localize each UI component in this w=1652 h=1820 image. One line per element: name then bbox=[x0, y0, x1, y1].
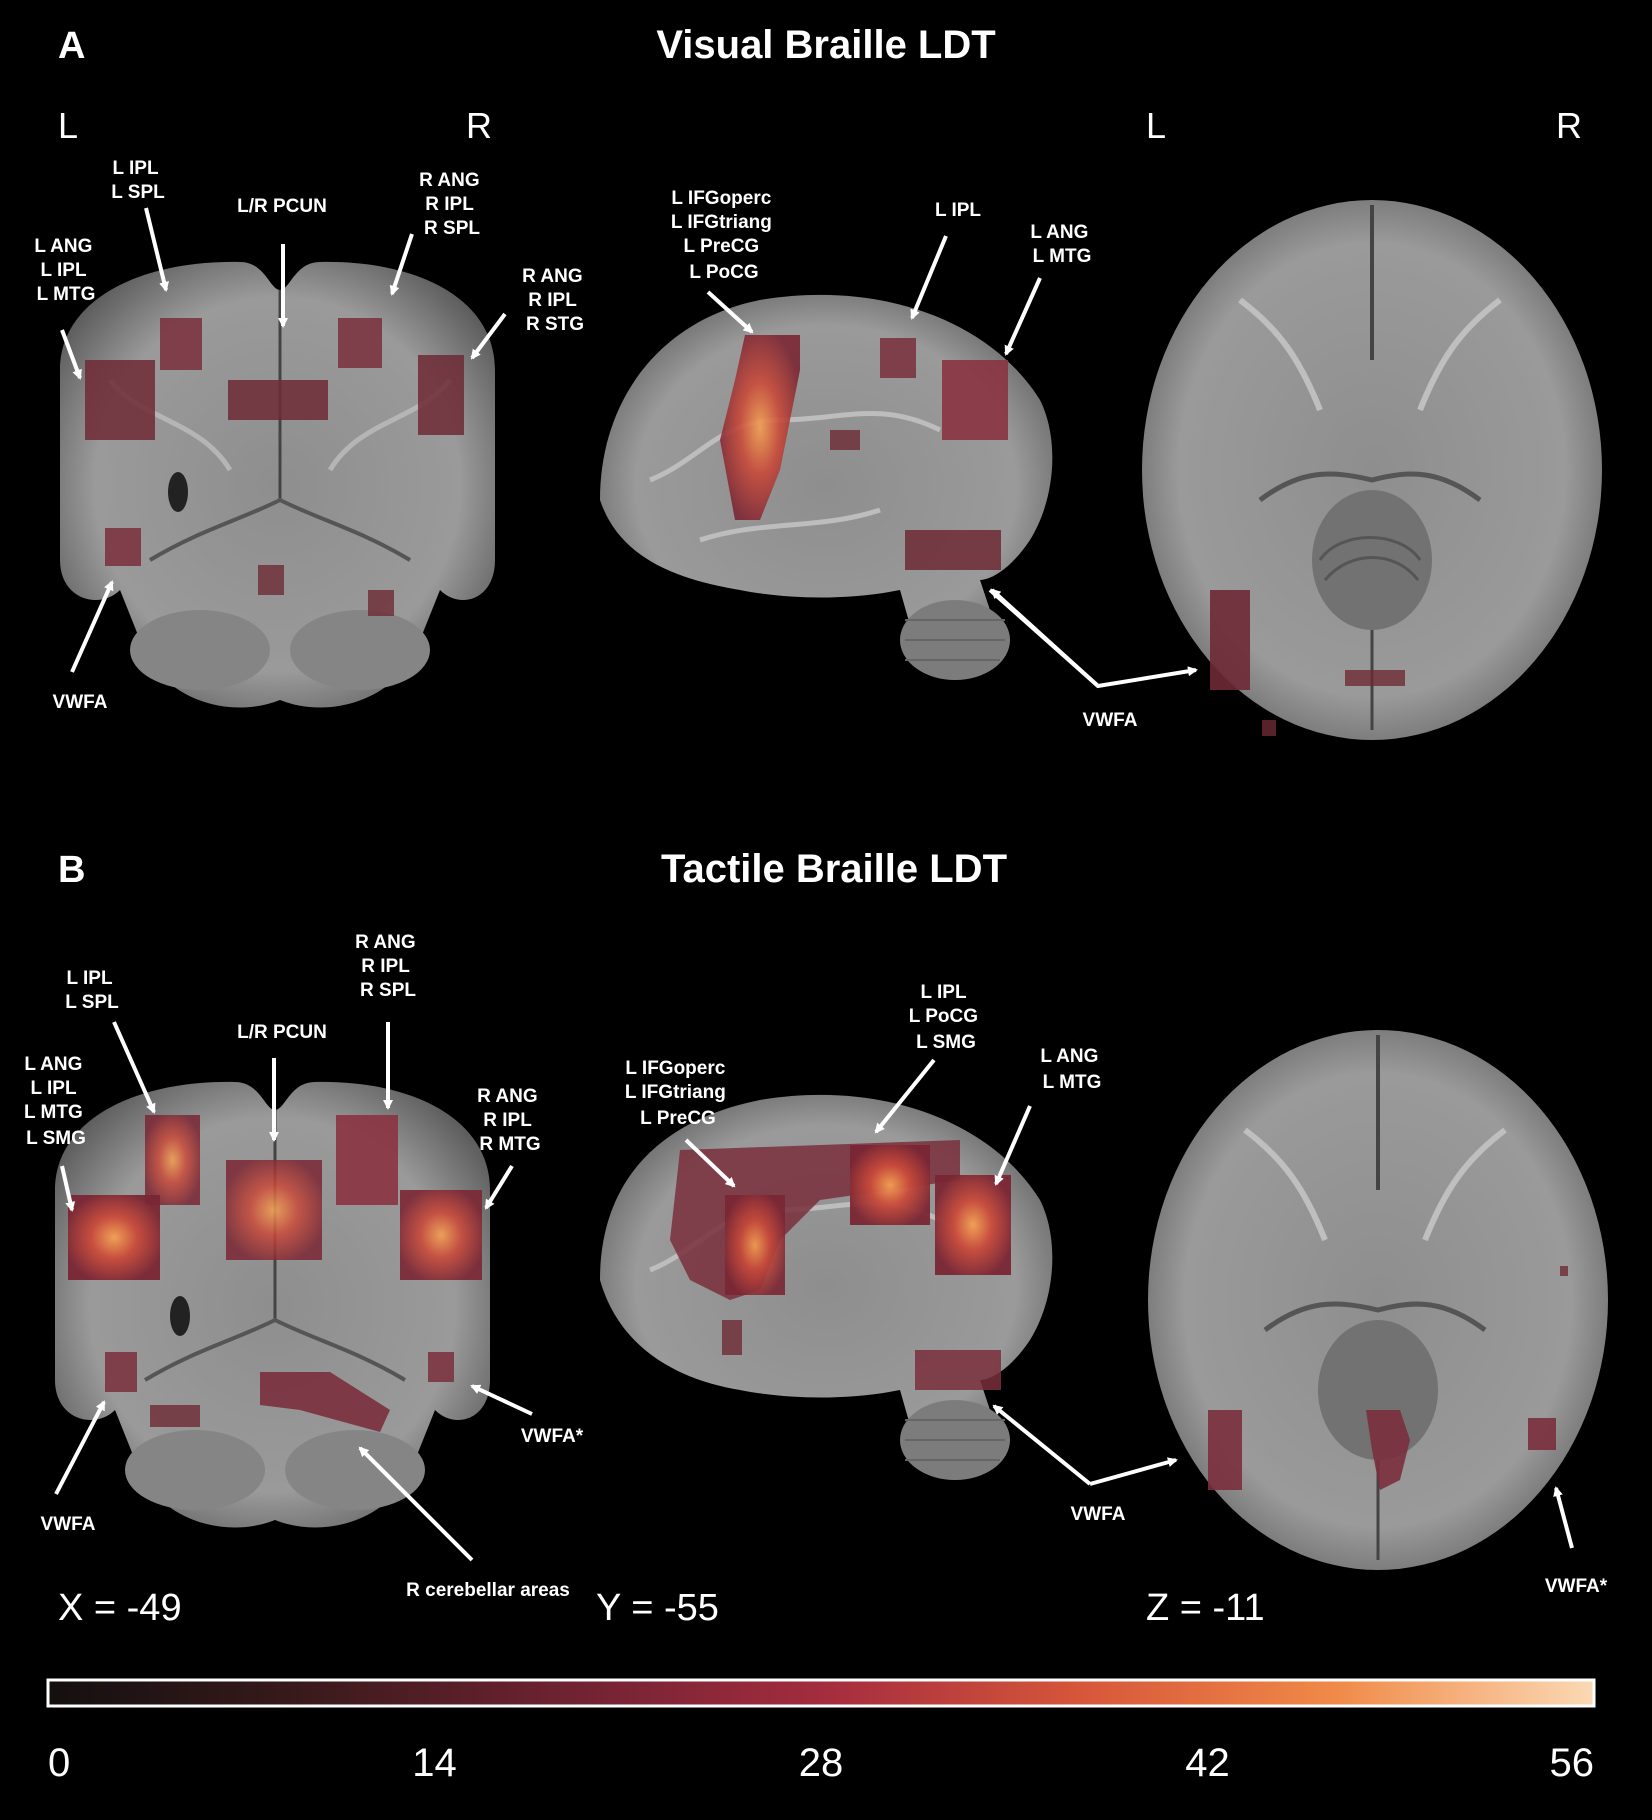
label-r-ang-ipl-mtg-b: R ANG R IPL R MTG bbox=[477, 1086, 543, 1155]
sagittal-labels-b: L IPL L PoCG L SMG L IFGoperc L IFGtrian… bbox=[625, 982, 1178, 1525]
label-vwfa-sag-a: VWFA bbox=[1083, 710, 1138, 731]
colorbar-gradient bbox=[46, 1678, 1596, 1708]
colorbar: 0 14 28 42 56 bbox=[46, 1678, 1596, 1785]
label-l-ipl-pocg-smg-b: L IPL L PoCG L SMG bbox=[909, 982, 984, 1053]
label-l-ang-mtg-sag-a: L ANG L MTG bbox=[1030, 222, 1093, 267]
label-l-ang-ipl-mtg-a: L ANG L IPL L MTG bbox=[34, 236, 97, 305]
label-vwfa-coronal-a: VWFA bbox=[53, 692, 108, 713]
coronal-labels-b: L IPL L SPL R ANG R IPL R SPL L/R PCUN L… bbox=[24, 932, 584, 1601]
label-r-ang-ipl-spl-b: R ANG R IPL R SPL bbox=[355, 932, 421, 1001]
label-l-ifg-precg-b: L IFGoperc L IFGtriang L PreCG bbox=[625, 1058, 731, 1129]
label-lr-pcun-b: L/R PCUN bbox=[237, 1022, 327, 1043]
coronal-brain-a bbox=[60, 261, 495, 708]
label-l-ang-ipl-mtg-smg-b: L ANG L IPL L MTG L SMG bbox=[24, 1054, 88, 1149]
panel-title-b: Tactile Braille LDT bbox=[661, 847, 1007, 891]
label-vwfa-star-axial-b: VWFA* bbox=[1545, 1576, 1608, 1597]
orientation-left-axial: L bbox=[1146, 105, 1166, 146]
colorbar-tick: 0 bbox=[48, 1741, 70, 1785]
label-r-ang-ipl-spl-a: R ANG R IPL R SPL bbox=[419, 170, 485, 239]
colorbar-tick: 14 bbox=[412, 1741, 457, 1785]
colorbar-ticks: 0 14 28 42 56 bbox=[48, 1741, 1594, 1785]
panel-letter-a: A bbox=[58, 25, 85, 67]
coordinate-x: X = -49 bbox=[58, 1587, 182, 1629]
colorbar-tick: 28 bbox=[799, 1741, 844, 1785]
label-lr-pcun-a: L/R PCUN bbox=[237, 196, 327, 217]
orientation-right-axial: R bbox=[1556, 105, 1582, 146]
colorbar-tick: 42 bbox=[1185, 1741, 1230, 1785]
sagittal-brain-a bbox=[600, 294, 1053, 680]
label-vwfa-sag-b: VWFA bbox=[1071, 1504, 1126, 1525]
colorbar-tick: 56 bbox=[1550, 1741, 1595, 1785]
coronal-labels-a: L IPL L SPL L/R PCUN R ANG R IPL R SPL L… bbox=[34, 158, 588, 713]
coordinate-z: Z = -11 bbox=[1146, 1587, 1265, 1629]
panel-title-a: Visual Braille LDT bbox=[656, 23, 995, 67]
label-r-ang-ipl-stg-a: R ANG R IPL R STG bbox=[522, 266, 588, 335]
axial-brain-b bbox=[1148, 1030, 1608, 1570]
label-l-ipl-sag-a: L IPL bbox=[935, 200, 981, 221]
label-vwfa-coronal-b: VWFA bbox=[41, 1514, 96, 1535]
label-l-ipl-spl-a: L IPL L SPL bbox=[111, 158, 165, 203]
orientation-right-coronal: R bbox=[466, 105, 492, 146]
label-vwfa-star-coronal-b: VWFA* bbox=[521, 1426, 584, 1447]
panel-letter-b: B bbox=[58, 849, 85, 891]
sagittal-labels-a: L IFGoperc L IFGtriang L PreCG L PoCG L … bbox=[671, 188, 1198, 731]
sagittal-brain-b bbox=[600, 1094, 1053, 1480]
label-r-cerebellar-areas-b: R cerebellar areas bbox=[406, 1580, 570, 1601]
axial-labels-b: VWFA* bbox=[1545, 1486, 1608, 1597]
label-l-ifg-precg-pocg-a: L IFGoperc L IFGtriang L PreCG L PoCG bbox=[671, 188, 777, 283]
axial-brain-a bbox=[1142, 200, 1602, 740]
label-l-ipl-spl-b: L IPL L SPL bbox=[65, 968, 119, 1013]
label-l-ang-mtg-sag-b: L ANG L MTG bbox=[1040, 1046, 1103, 1093]
coronal-brain-b bbox=[55, 1081, 490, 1528]
coordinate-y: Y = -55 bbox=[596, 1587, 719, 1629]
orientation-left-coronal: L bbox=[58, 105, 78, 146]
